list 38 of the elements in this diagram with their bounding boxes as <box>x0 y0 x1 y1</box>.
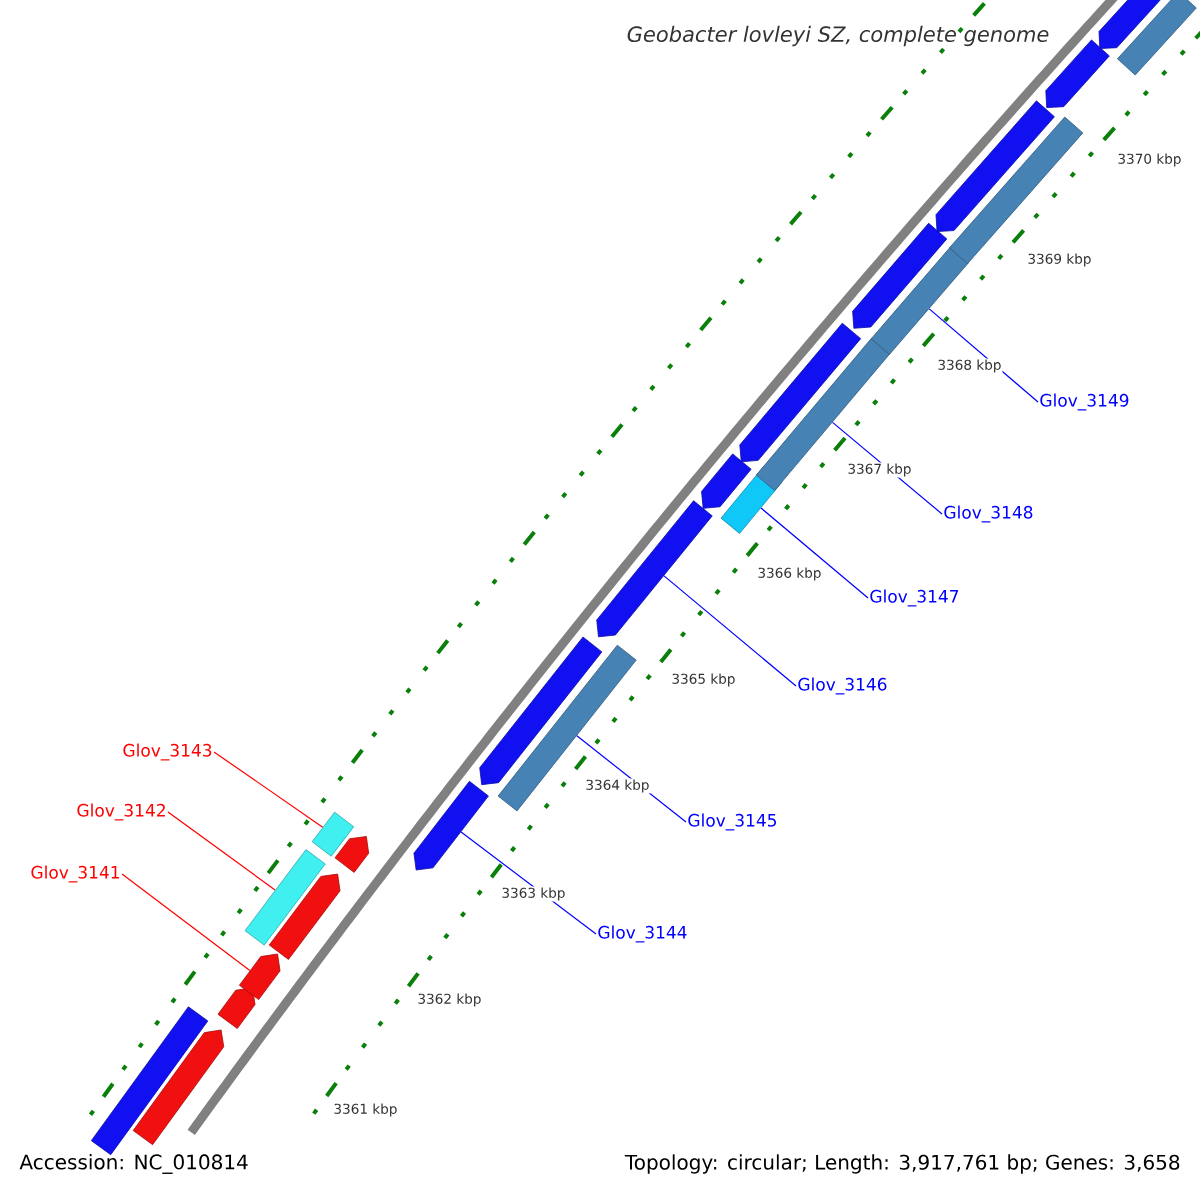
gene-label: Glov_3144 <box>598 925 687 943</box>
gene-block <box>311 811 355 857</box>
leader-line <box>213 751 324 828</box>
leader-line <box>928 308 1039 403</box>
gene-label: Glov_3149 <box>1040 393 1129 411</box>
gene-label: Glov_3143 <box>123 743 212 761</box>
leader-line <box>663 575 797 687</box>
leader-line <box>460 831 597 935</box>
gene-block <box>1098 0 1162 49</box>
gene-label: Glov_3141 <box>31 865 120 883</box>
gene-label: Glov_3146 <box>798 677 887 695</box>
gene-block <box>701 453 752 509</box>
leader-line <box>121 873 251 972</box>
gene-label: Glov_3142 <box>77 803 165 821</box>
leader-line <box>167 811 276 891</box>
gene-block <box>755 337 891 491</box>
gene-label: Glov_3148 <box>944 505 1033 523</box>
gene-block <box>132 1029 225 1146</box>
gene-block <box>268 873 341 960</box>
gene-block <box>935 100 1055 232</box>
gene-label: Glov_3147 <box>870 589 959 607</box>
gene-block <box>413 780 489 871</box>
gene-block <box>244 849 326 946</box>
gene-block <box>90 1006 209 1156</box>
gene-block <box>1045 39 1110 108</box>
footer-text: Topology: circular; Length: 3,917,761 bp; Genes: 3,658 <box>621 1151 1184 1177</box>
footer-text: Accession: NC_010814 <box>19 1154 248 1174</box>
leader-line <box>760 507 869 599</box>
gene-block <box>852 222 948 329</box>
gene-block <box>334 836 370 873</box>
gene-block <box>739 322 862 463</box>
gene-label: Glov_3145 <box>688 813 777 831</box>
gene-block <box>596 500 713 638</box>
gene-block <box>870 246 969 355</box>
title: Geobacter lovleyi SZ, complete genome <box>627 25 1049 47</box>
gene-block <box>1117 0 1197 76</box>
gene-block <box>217 987 256 1029</box>
gene-block <box>239 953 281 1000</box>
